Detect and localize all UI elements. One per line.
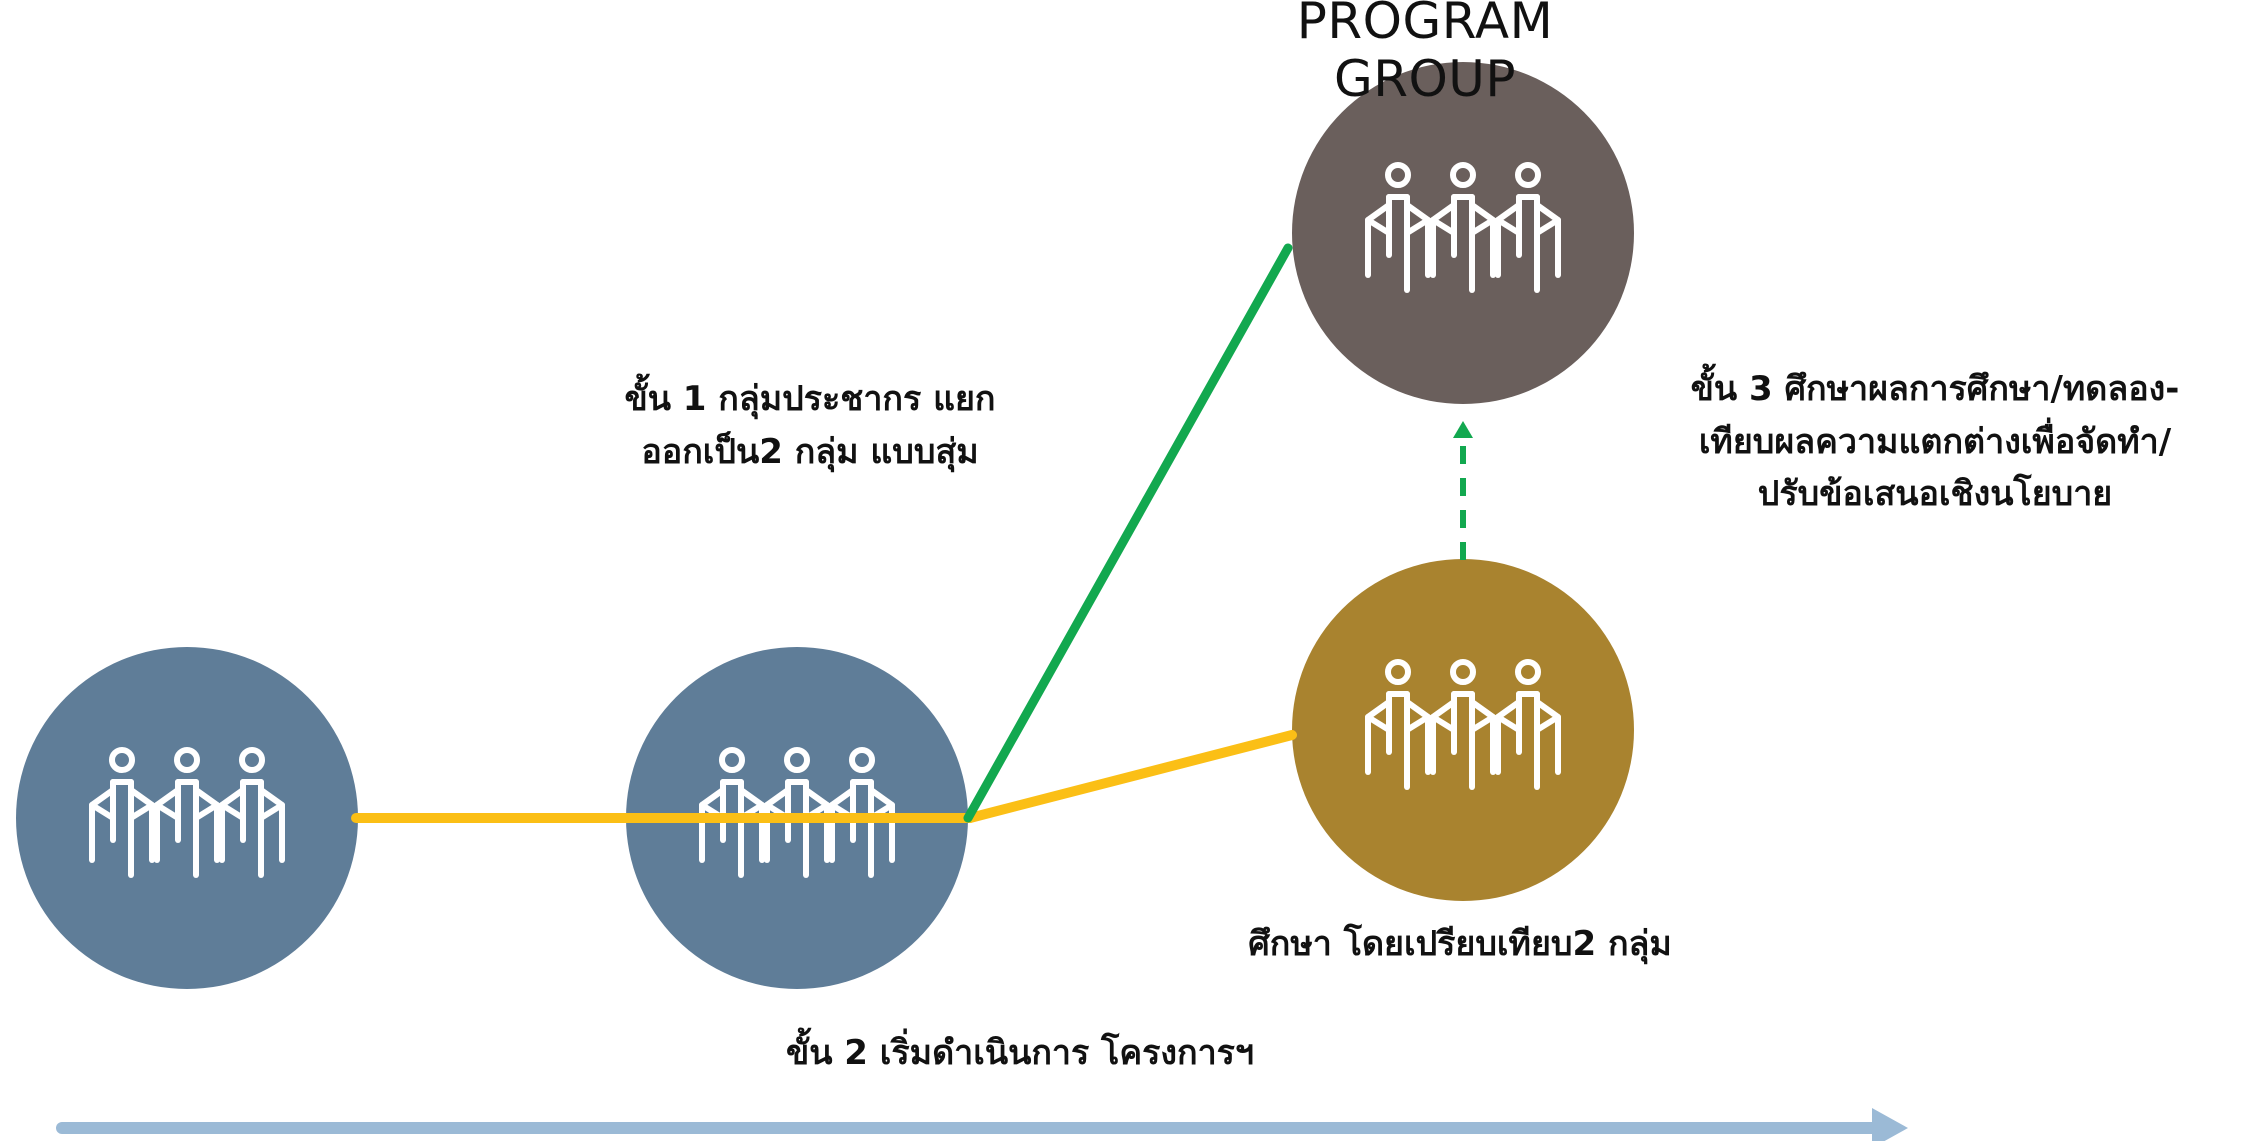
step2-label: ขั้น 2 เริ่มดำเนินการ โครงการฯ: [690, 1027, 1350, 1080]
program-group-title: PROGRAM GROUP: [1296, 0, 1554, 108]
step3-label: ขั้น 3 ศึกษาผลการศึกษา/ทดลอง- เทียบผลควา…: [1620, 363, 2250, 521]
step2-text: ขั้น 2 เริ่มดำเนินการ โครงการฯ: [785, 1033, 1255, 1073]
comparison-label: ศึกษา โดยเปรียบเทียบ2 กลุ่ม: [1180, 918, 1740, 971]
dashed-arrow-head: [1453, 421, 1473, 438]
step1-label: ขั้น 1 กลุ่มประชากร แยก ออกเป็น2 กลุ่ม แ…: [560, 373, 1060, 478]
step1-line1: ขั้น 1 กลุ่มประชากร แยก: [624, 379, 996, 419]
population-circle: [16, 647, 358, 989]
step3-line3: ปรับข้อเสนอเชิงนโยบาย: [1757, 474, 2113, 515]
arrow-right-icon: [1872, 1108, 1908, 1141]
comparison-group-circle: [1292, 559, 1634, 901]
comparison-text: ศึกษา โดยเปรียบเทียบ2 กลุ่ม: [1248, 924, 1672, 964]
green-path-to-program: [963, 243, 1293, 823]
step3-line1: ขั้น 3 ศึกษาผลการศึกษา/ทดลอง-: [1690, 369, 2180, 409]
step1-line2: ออกเป็น2 กลุ่ม แบบสุ่ม: [641, 431, 979, 472]
program-group-circle: [1292, 62, 1634, 404]
yellow-path-to-comparison: [965, 730, 1297, 823]
step3-line2: เทียบผลความแตกต่างเพื่อจัดทำ/: [1698, 421, 2172, 462]
